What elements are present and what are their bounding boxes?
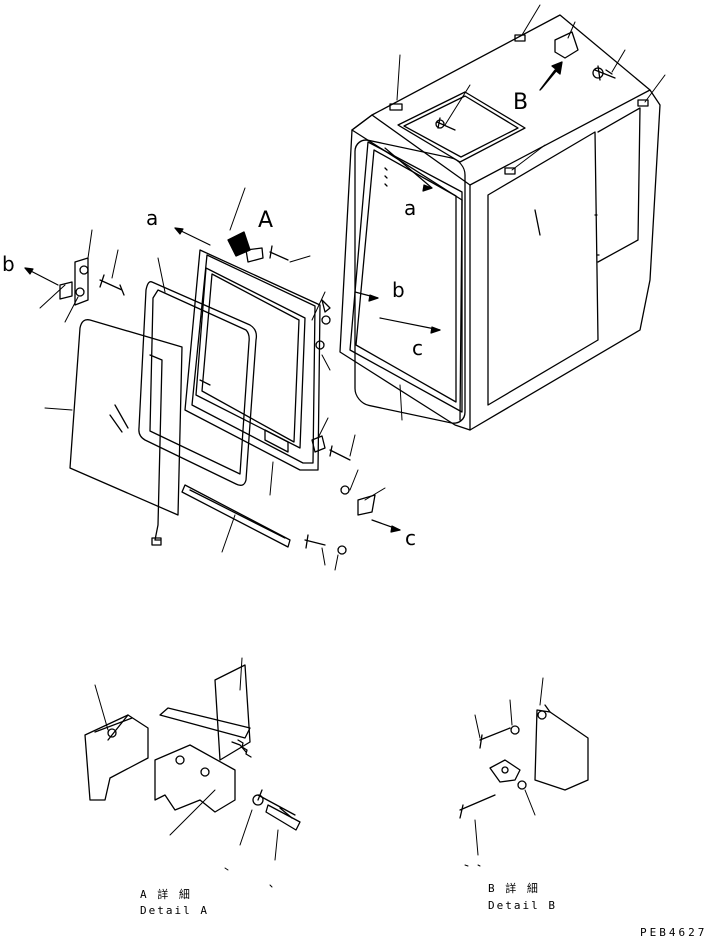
arrow-label-b-cab: b [392, 278, 405, 302]
detail-b-subtitle: Detail B [488, 899, 557, 912]
bracket-left [59, 257, 125, 306]
glass-pane [69, 319, 183, 516]
center-molding [149, 354, 163, 546]
detail-b-title: B 詳 細 [488, 882, 540, 895]
callout-b-arrow [539, 61, 563, 91]
window-frame [184, 249, 321, 471]
arrow-label-b-left: b [2, 252, 15, 276]
detail-a-leaders [94, 657, 279, 888]
drawing-code: PEB4627 [640, 926, 708, 939]
detail-a-title: A 詳 細 [140, 888, 192, 901]
callout-a: A [258, 208, 274, 233]
direction-arrows [24, 147, 441, 533]
detail-b-leaders [464, 677, 544, 867]
callout-b: B [513, 90, 529, 115]
sill-strip [181, 484, 291, 548]
detail-a-parts [84, 664, 301, 831]
arrow-label-a-left: a [146, 206, 159, 230]
cab-body [339, 14, 661, 431]
arrow-label-a-cab: a [404, 196, 417, 220]
callout-a-arrow [227, 231, 289, 263]
arrow-label-c-cab: c [412, 336, 423, 360]
leader-lines [39, 4, 666, 571]
detail-a-subtitle: Detail A [140, 904, 209, 917]
frame-fasteners [304, 299, 376, 555]
detail-b-parts [459, 704, 589, 819]
arrow-label-c-right: c [405, 526, 416, 550]
gasket-seal [138, 281, 258, 486]
